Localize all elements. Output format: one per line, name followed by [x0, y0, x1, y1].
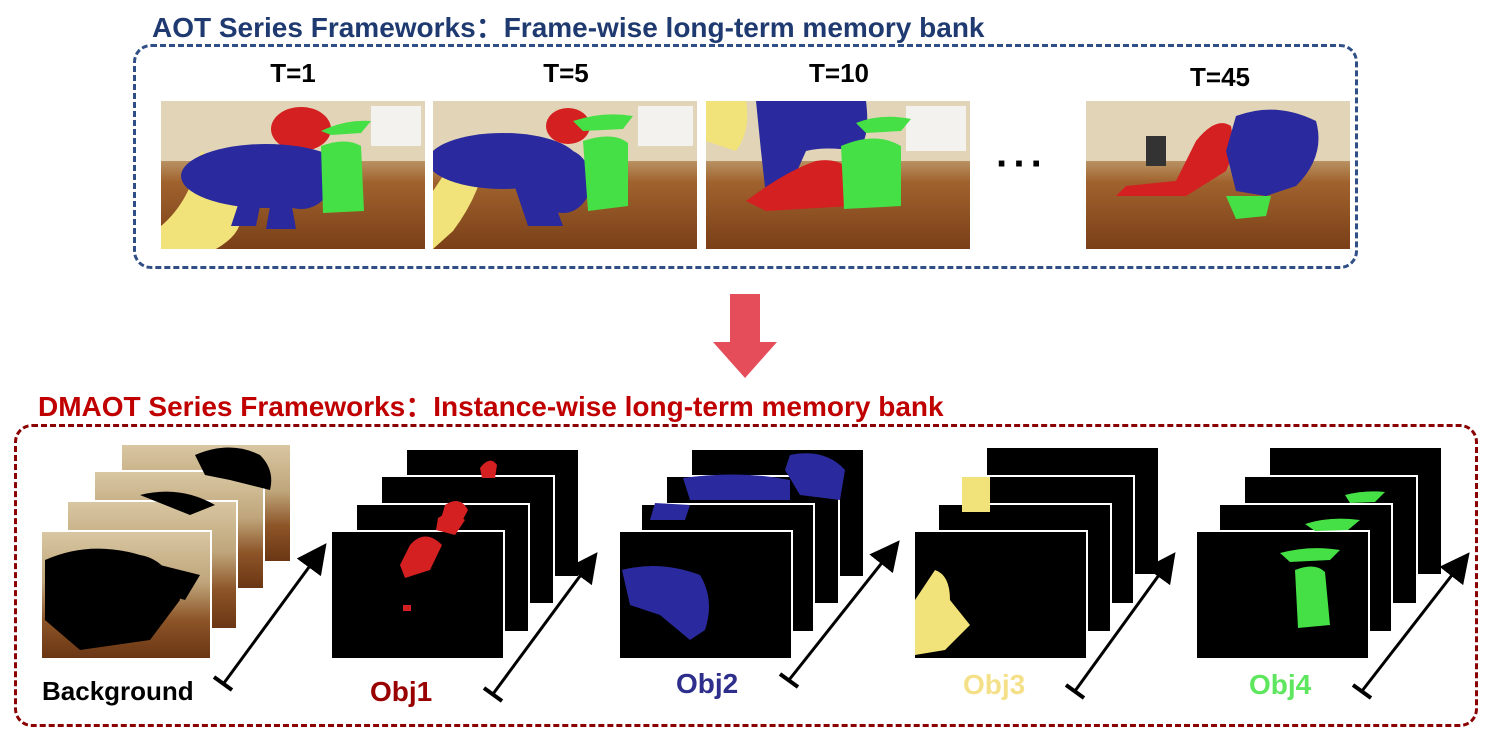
aot-memory-box [133, 44, 1358, 269]
dmaot-title: DMAOT Series Frameworks：Instance-wise lo… [38, 391, 944, 422]
obj4-label: Obj4 [1249, 669, 1312, 700]
frame-label-t1: T=1 [270, 58, 316, 88]
frame-label-t5: T=5 [543, 58, 589, 88]
background-label: Background [42, 676, 194, 706]
frame-label-t45: T=45 [1190, 62, 1250, 92]
frame-image-t5 [433, 101, 697, 249]
down-arrow-icon [713, 294, 777, 378]
frame-image-t10 [706, 101, 970, 249]
obj1-label: Obj1 [370, 676, 433, 707]
ellipsis: ··· [996, 142, 1048, 186]
obj2-label: Obj2 [676, 668, 739, 699]
aot-title: AOT Series Frameworks：Frame-wise long-te… [152, 12, 985, 43]
obj3-label: Obj3 [963, 669, 1026, 700]
frame-image-t1 [161, 101, 425, 249]
frame-label-t10: T=10 [809, 58, 869, 88]
frame-image-t45 [1086, 101, 1350, 249]
dmaot-memory-box [14, 424, 1478, 727]
